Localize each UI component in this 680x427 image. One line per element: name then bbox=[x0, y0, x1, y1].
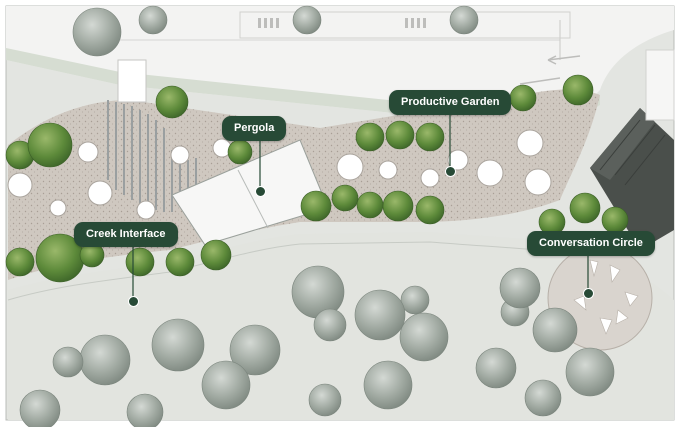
proposed-trees bbox=[5, 74, 629, 283]
label-pergola[interactable]: Pergola bbox=[222, 116, 287, 141]
leader-lines bbox=[132, 110, 589, 300]
conversation-circle-pin[interactable] bbox=[583, 288, 594, 299]
planter-circles bbox=[7, 129, 552, 220]
productive-garden-pin[interactable] bbox=[445, 166, 456, 177]
pergola-pin[interactable] bbox=[255, 186, 266, 197]
existing-trees bbox=[19, 5, 615, 427]
creek-interface-pin[interactable] bbox=[128, 296, 139, 307]
label-productive-garden[interactable]: Productive Garden bbox=[389, 90, 512, 115]
label-creek-interface[interactable]: Creek Interface bbox=[74, 222, 178, 247]
label-conversation-circle[interactable]: Conversation Circle bbox=[527, 231, 655, 256]
